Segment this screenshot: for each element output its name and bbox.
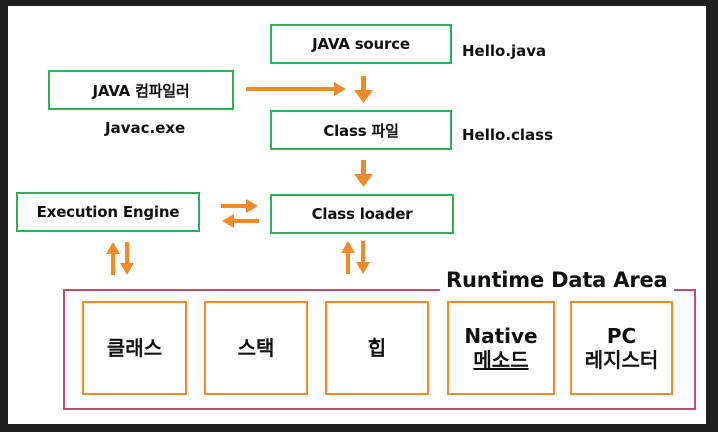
execution-engine-box: Execution Engine — [16, 192, 200, 232]
class-loader-box: Class loader — [270, 194, 454, 234]
java-compiler-label: JAVA 컴파일러 — [92, 81, 190, 100]
arrow-up-loader — [341, 241, 355, 274]
class-area-box: 클래스 — [82, 301, 187, 395]
arrow-down-classfile — [354, 160, 373, 187]
arrow-right-engine-loader — [221, 199, 258, 213]
arrow-up-engine — [106, 242, 120, 275]
arrow-down-loader — [356, 241, 370, 274]
class-file-box: Class 파일 — [270, 110, 452, 150]
hello-java-note: Hello.java — [462, 42, 547, 60]
arrow-right-compiler — [246, 82, 346, 96]
javac-note: Javac.exe — [105, 119, 186, 137]
heap-area-box: 힙 — [325, 301, 429, 395]
runtime-data-area — [63, 289, 696, 410]
class-file-label: Class 파일 — [323, 121, 399, 140]
java-source-box: JAVA source — [270, 24, 452, 64]
pc-register-label-line1: PC — [606, 324, 637, 348]
class-loader-label: Class loader — [311, 205, 413, 223]
arrow-down-source — [354, 76, 373, 103]
stack-area-label: 스택 — [237, 336, 275, 360]
runtime-data-area-title: Runtime Data Area — [440, 268, 674, 292]
native-method-label-line1: Native — [464, 324, 538, 348]
heap-area-label: 힙 — [367, 336, 387, 360]
native-method-label-line2: 메소드 — [473, 348, 529, 372]
java-source-label: JAVA source — [312, 35, 410, 53]
pc-register-area-box: PC 레지스터 — [570, 301, 673, 395]
pc-register-label-line2: 레지스터 — [584, 348, 659, 372]
stack-area-box: 스택 — [204, 301, 308, 395]
execution-engine-label: Execution Engine — [36, 203, 180, 221]
hello-class-note: Hello.class — [462, 126, 554, 144]
flow-arrows — [106, 76, 373, 275]
native-method-area-box: Native 메소드 — [447, 301, 555, 395]
java-compiler-box: JAVA 컴파일러 — [48, 70, 234, 110]
arrow-down-engine — [120, 242, 134, 275]
jvm-diagram-canvas: JAVA source Hello.java JAVA 컴파일러 Javac.e… — [8, 6, 706, 424]
class-area-label: 클래스 — [106, 336, 163, 360]
arrow-left-loader-engine — [222, 214, 259, 228]
